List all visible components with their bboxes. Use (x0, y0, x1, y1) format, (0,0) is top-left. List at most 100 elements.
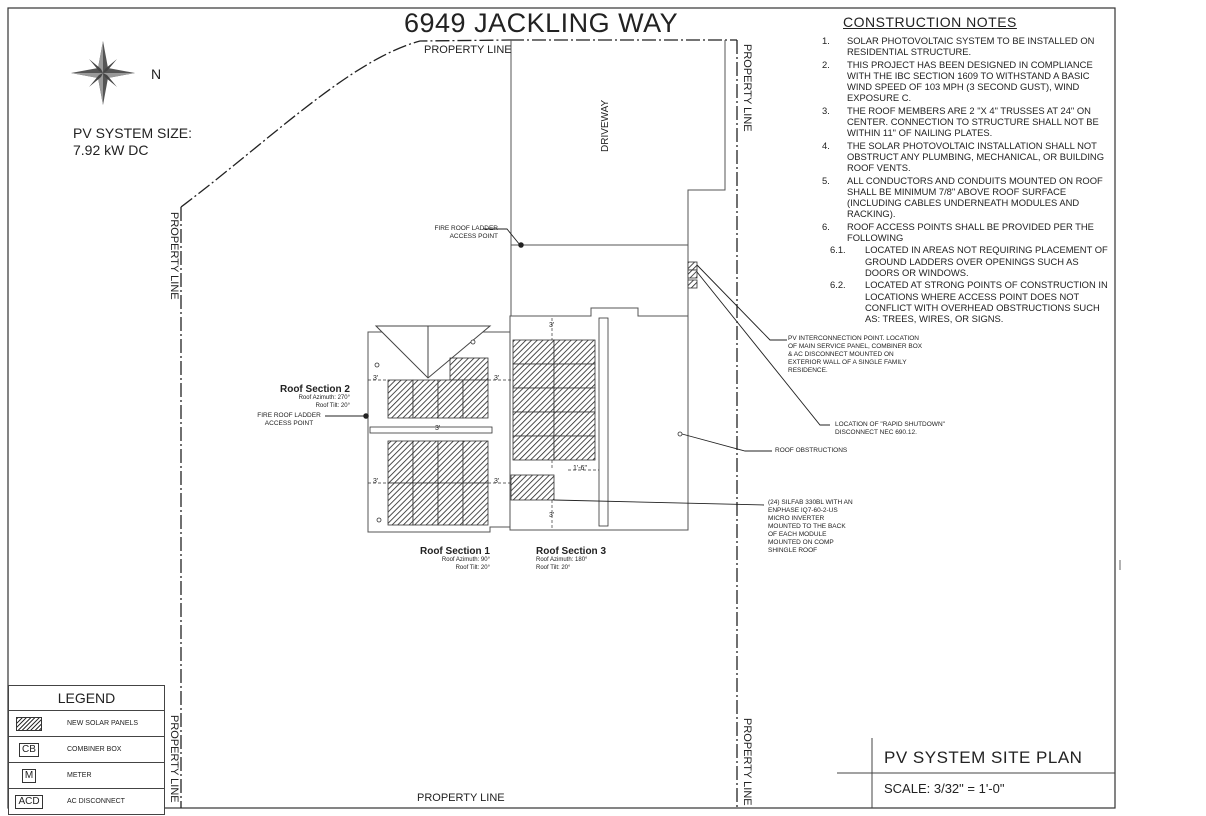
obstruction-circle (470, 339, 476, 345)
legend: LEGEND NEW SOLAR PANELS CB COMBINER BOX … (8, 685, 165, 815)
pv-interconnection-callout: PV INTERCONNECTION POINT. LOCATION OF MA… (788, 335, 923, 374)
leader-roof-obstructions (681, 433, 772, 452)
property-lines (180, 39, 738, 808)
note-number: 6.2. (830, 279, 846, 291)
ridge-strip (598, 317, 609, 527)
rapid-shutdown-callout: LOCATION OF "RAPID SHUTDOWN" DISCONNECT … (835, 421, 945, 436)
solar-panel (387, 440, 414, 484)
gable-triangle (374, 325, 492, 379)
ac-disconnect-icon: ACD (15, 794, 43, 809)
legend-row: ACD AC DISCONNECT (9, 789, 164, 814)
setback-label: 3' (494, 478, 500, 485)
setback-label: 3' (373, 375, 379, 382)
setback-label: 3' (494, 375, 500, 382)
title-block-title: PV SYSTEM SITE PLAN (884, 748, 1083, 767)
note-number: 6. (822, 220, 830, 232)
property-line-label-north: PROPERTY LINE (424, 44, 512, 56)
solar-panel (387, 482, 414, 526)
note-text: THE SOLAR PHOTOVOLTAIC INSTALLATION SHAL… (847, 139, 1104, 174)
roof-section-2-gable (374, 325, 492, 379)
solar-panel (437, 482, 464, 526)
meter-box (687, 279, 698, 289)
note-text: LOCATED AT STRONG POINTS OF CONSTRUCTION… (865, 279, 1108, 325)
acd-box (687, 261, 698, 271)
solar-panel (462, 440, 489, 484)
leader-interconnection (696, 264, 787, 341)
property-line-label-west-top: PROPERTY LINE (168, 212, 180, 300)
solar-panel-hatch-icon (16, 716, 42, 731)
combiner-box-icon: CB (19, 742, 39, 757)
service-equipment (687, 261, 698, 289)
construction-notes-title: CONSTRUCTION NOTES (843, 14, 1017, 30)
solar-panel (553, 339, 596, 365)
solar-panel (462, 379, 489, 419)
roof-section-3-label: Roof Section 3 Roof Azimuth: 180° Roof T… (536, 546, 607, 571)
setback-label: 3' (435, 425, 441, 432)
compass-icon (71, 41, 135, 105)
title-block-scale: SCALE: 3/32" = 1'-0" (884, 781, 1005, 796)
legend-row: CB COMBINER BOX (9, 737, 164, 763)
construction-note: 5. ALL CONDUCTORS AND CONDUITS MOUNTED ON… (822, 175, 1115, 220)
construction-note: 6. ROOF ACCESS POINTS SHALL BE PROVIDED P… (822, 221, 1115, 244)
pv-system-size: PV SYSTEM SIZE: 7.92 kW DC (73, 125, 192, 159)
property-line-curve (180, 39, 511, 208)
solar-panel (412, 379, 439, 419)
legend-title: LEGEND (9, 686, 164, 711)
leader-fire-ladder-top (483, 228, 521, 246)
note-number: 6.1. (830, 244, 846, 256)
note-text: ROOF ACCESS POINTS SHALL BE PROVIDED PER… (847, 220, 1094, 244)
note-text: THE ROOF MEMBERS ARE 2 "X 4" TRUSSES AT … (847, 104, 1099, 139)
leader-rapid-shutdown (696, 271, 830, 426)
ladder-dot (518, 242, 524, 248)
construction-note: 1.SOLAR PHOTOVOLTAIC SYSTEM TO BE INSTAL… (822, 35, 1115, 58)
property-line-label-west-bottom: PROPERTY LINE (168, 715, 180, 803)
fire-ladder-label-left: FIRE ROOF LADDER ACCESS POINT (257, 412, 321, 427)
note-number: 4. (822, 139, 830, 151)
construction-notes-list: 1.SOLAR PHOTOVOLTAIC SYSTEM TO BE INSTAL… (822, 35, 1115, 325)
leader-modules (553, 499, 765, 506)
north-label: N (151, 66, 162, 82)
property-line-label-east-bottom: PROPERTY LINE (741, 718, 753, 806)
obstruction-circle (376, 517, 382, 523)
solar-panel (387, 379, 414, 419)
solar-panel (553, 411, 596, 437)
note-number: 3. (822, 104, 830, 116)
solar-panel (510, 474, 555, 501)
legend-row: M METER (9, 763, 164, 789)
solar-panel (437, 379, 464, 419)
solar-panel (462, 482, 489, 526)
note-number: 2. (822, 58, 830, 70)
solar-panel (553, 387, 596, 413)
solar-panel (512, 435, 555, 461)
solar-panel (437, 440, 464, 484)
obstruction-circle (374, 362, 380, 368)
construction-subnote: 6.2. LOCATED AT STRONG POINTS OF CONSTRUC… (822, 279, 1115, 324)
driveway-label: DRIVEWAY (600, 99, 611, 152)
note-number: 1. (822, 35, 830, 46)
note-text: ALL CONDUCTORS AND CONDUITS MOUNTED ON R… (847, 174, 1103, 220)
roof-section-1-label: Roof Section 1 Roof Azimuth: 90° Roof Ti… (419, 546, 490, 571)
note-number: 5. (822, 174, 830, 186)
solar-panel (449, 357, 489, 381)
construction-note: 2. THIS PROJECT HAS BEEN DESIGNED IN COMP… (822, 59, 1115, 104)
obstruction-circle (677, 431, 683, 437)
ridge-strip (369, 426, 493, 434)
roof-section-2-label: Roof Section 2 Roof Azimuth: 270° Roof T… (279, 384, 350, 409)
construction-note: 4. THE SOLAR PHOTOVOLTAIC INSTALLATION SH… (822, 140, 1115, 174)
roof-obstruction-markers (374, 339, 683, 523)
legend-row: NEW SOLAR PANELS (9, 711, 164, 737)
roof-obstructions-callout: ROOF OBSTRUCTIONS (775, 447, 848, 454)
solar-panel (553, 435, 596, 461)
note-text: THIS PROJECT HAS BEEN DESIGNED IN COMPLI… (847, 58, 1093, 104)
solar-panel (512, 411, 555, 437)
solar-panel (412, 440, 439, 484)
solar-panel (512, 363, 555, 389)
solar-panel (412, 482, 439, 526)
pv-size-label: PV SYSTEM SIZE: (73, 125, 193, 141)
site-address-title: 6949 JACKLING WAY (404, 8, 679, 38)
solar-panels (387, 339, 596, 526)
construction-subnote: 6.1.LOCATED IN AREAS NOT REQUIRING PLACE… (822, 244, 1115, 278)
property-line-label-east-top: PROPERTY LINE (741, 44, 753, 132)
